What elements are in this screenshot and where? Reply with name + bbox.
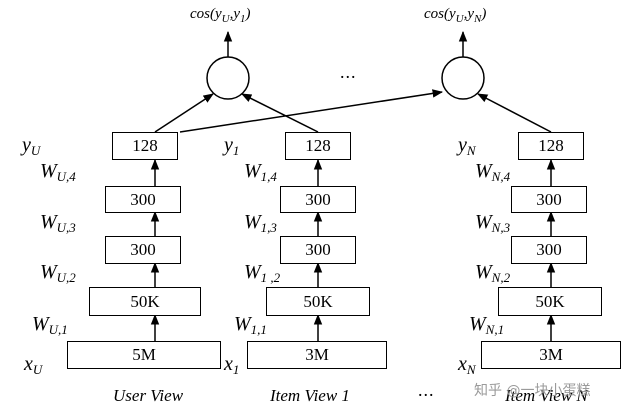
view-caption: User View xyxy=(113,386,184,405)
label-w4: WU,4 xyxy=(40,160,76,184)
layer-300-upper: 300 xyxy=(280,186,356,213)
label-x: xN xyxy=(458,353,476,377)
layer-300-lower: 300 xyxy=(280,236,356,264)
layer-300-upper: 300 xyxy=(105,186,181,213)
ellipsis-bottom: ... xyxy=(418,380,435,400)
label-w2: WU,2 xyxy=(40,261,76,285)
view-caption: Item View 1 xyxy=(270,386,350,405)
layer-input: 3M xyxy=(247,341,387,369)
layer-300-upper: 300 xyxy=(511,186,587,213)
label-w1: W1,1 xyxy=(234,313,267,337)
ellipsis-top: ... xyxy=(340,62,357,82)
layer-300-lower: 300 xyxy=(511,236,587,264)
cosine-node-left xyxy=(206,56,250,100)
layer-50k: 50K xyxy=(498,287,602,316)
layer-50k: 50K xyxy=(266,287,370,316)
label-y: y1 xyxy=(224,134,240,158)
cosine-label-right: cos(yU,yN) xyxy=(424,6,487,25)
layer-128: 128 xyxy=(518,132,584,160)
label-x: x1 xyxy=(224,353,240,377)
label-w4: WN,4 xyxy=(475,160,511,184)
label-w1: WU,1 xyxy=(32,313,68,337)
layer-128: 128 xyxy=(285,132,351,160)
label-y: yU xyxy=(22,134,41,158)
label-w3: W1,3 xyxy=(244,211,277,235)
layer-300-lower: 300 xyxy=(105,236,181,264)
layer-input: 3M xyxy=(481,341,621,369)
layer-input: 5M xyxy=(67,341,221,369)
layer-128: 128 xyxy=(112,132,178,160)
view-caption: Item View N xyxy=(505,386,588,405)
label-w3: WN,3 xyxy=(475,211,511,235)
label-w1: WN,1 xyxy=(469,313,505,337)
label-w4: W1,4 xyxy=(244,160,277,184)
label-y: yN xyxy=(458,134,476,158)
label-x: xU xyxy=(24,353,43,377)
layer-50k: 50K xyxy=(89,287,201,316)
label-w2: WN,2 xyxy=(475,261,511,285)
cosine-node-right xyxy=(441,56,485,100)
label-w2: W1 ,2 xyxy=(244,261,281,285)
watermark: 知乎 @一块小蛋糕 xyxy=(474,383,591,399)
label-w3: WU,3 xyxy=(40,211,76,235)
cosine-label-left: cos(yU,y1) xyxy=(190,6,251,25)
